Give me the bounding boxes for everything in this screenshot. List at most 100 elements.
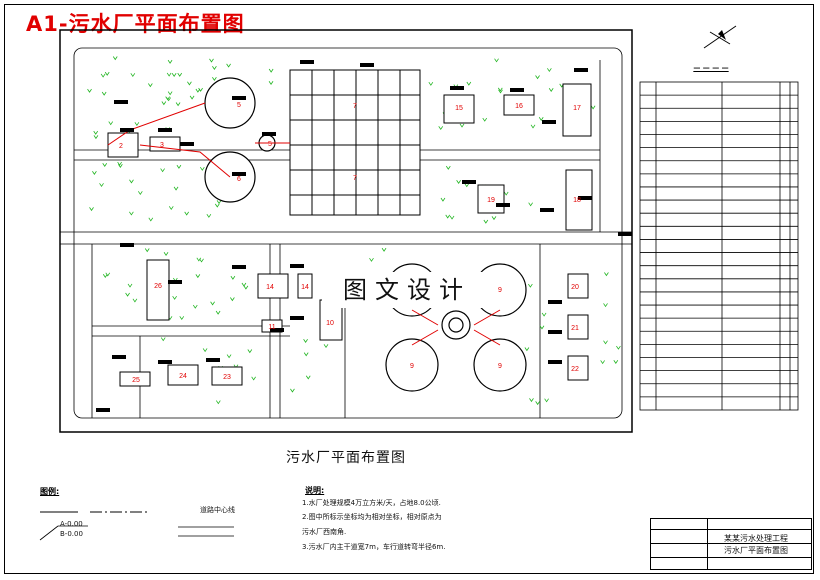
facility-number: 21	[571, 325, 579, 332]
grass-mark	[132, 298, 138, 303]
grass-mark	[494, 58, 499, 63]
grass-mark	[189, 95, 195, 100]
label-tag	[496, 203, 510, 207]
grass-mark	[243, 285, 249, 290]
grass-mark	[503, 191, 509, 196]
grass-mark	[206, 213, 212, 218]
grass-mark	[117, 161, 122, 166]
plan-caption: 污水厂平面布置图	[286, 450, 406, 466]
label-tag	[232, 265, 246, 269]
facility-number: 9	[498, 363, 502, 370]
grass-mark	[497, 87, 503, 92]
facility-number: 6	[237, 176, 241, 183]
grass-mark	[167, 59, 173, 64]
grass-mark	[137, 191, 143, 196]
grass-mark	[603, 340, 608, 345]
title-block-drawing: 污水厂平面布置图	[724, 546, 788, 555]
facility-number: 2	[119, 143, 123, 150]
grass-mark	[100, 73, 106, 78]
label-tag	[120, 243, 134, 247]
buildings	[107, 83, 593, 387]
grass-mark	[381, 247, 387, 252]
grass-mark	[171, 73, 177, 77]
grass-mark	[166, 72, 172, 77]
grass-mark	[102, 274, 108, 278]
label-tag	[232, 172, 246, 176]
note-line: 污水厂西南角.	[302, 528, 347, 536]
grass-mark	[216, 200, 222, 205]
grass-mark	[130, 73, 136, 78]
label-tag	[232, 96, 246, 100]
label-tag	[548, 330, 562, 334]
grass-mark	[445, 165, 451, 170]
grass-mark	[134, 122, 140, 127]
facility-number: 7	[353, 175, 357, 182]
grass-mark	[482, 117, 488, 122]
facility-number: 20	[571, 284, 579, 291]
grass-mark	[172, 295, 177, 300]
note-line: 2.图中所标示坐标均为相对坐标，相对原点为	[302, 513, 442, 521]
watermark-text: 图文设计	[322, 272, 492, 308]
grass-mark	[616, 345, 621, 350]
grass-mark	[539, 325, 545, 330]
legend-elevation-a: A-0.00	[60, 520, 83, 528]
facility-number: 15	[455, 105, 463, 112]
grass-mark	[176, 164, 182, 169]
grass-mark	[538, 117, 544, 121]
label-tags	[96, 60, 632, 412]
grass-mark	[226, 63, 231, 68]
grass-mark	[498, 89, 503, 94]
legend-title: 图例:	[40, 487, 60, 496]
label-tag	[548, 360, 562, 364]
grass-mark	[491, 216, 497, 221]
grass-mark	[129, 211, 134, 216]
note-line: 3.污水厂内主干道宽7m，车行道转弯半径6m.	[302, 543, 446, 551]
grass-mark	[230, 297, 235, 302]
facility-number: 25	[132, 377, 140, 384]
grass-mark	[167, 91, 173, 96]
grass-mark	[483, 219, 489, 224]
grass-mark	[369, 257, 374, 262]
grass-mark	[547, 68, 552, 73]
facility-number: 9	[410, 363, 414, 370]
grass-mark	[303, 352, 309, 357]
grass-mark	[214, 203, 220, 208]
label-tag	[510, 88, 524, 92]
label-tag	[542, 120, 556, 124]
grass-mark	[303, 339, 308, 343]
grass-mark	[168, 206, 174, 211]
label-tag	[120, 128, 134, 132]
label-tag	[168, 280, 182, 284]
label-tag	[290, 316, 304, 320]
table-title: — — — —	[693, 64, 729, 72]
label-tag	[360, 63, 374, 67]
grass-mark	[548, 87, 554, 92]
grass-mark	[215, 310, 221, 315]
grass-mark	[118, 164, 123, 168]
label-tag	[300, 60, 314, 64]
grass-mark	[105, 272, 111, 277]
grass-mark	[529, 398, 534, 403]
equipment-table	[639, 81, 799, 411]
grass-mark	[603, 303, 608, 308]
grass-mark	[535, 401, 540, 406]
grass-mark	[268, 81, 274, 85]
label-tag	[158, 128, 172, 132]
label-tag	[114, 100, 128, 104]
grass-mark	[466, 81, 472, 86]
grass-mark	[535, 75, 540, 80]
legend-elevation-b: B-0.00	[60, 530, 83, 538]
grass-mark	[600, 360, 605, 365]
grass-mark	[290, 388, 295, 393]
grass-mark	[241, 282, 247, 287]
grass-mark	[161, 101, 167, 106]
grass-mark	[449, 215, 455, 220]
grass-mark	[125, 292, 130, 297]
label-tag	[112, 355, 126, 359]
facility-number: 9	[498, 287, 502, 294]
grass-mark	[210, 301, 215, 306]
grass-mark	[528, 283, 533, 288]
grass-mark	[199, 166, 205, 171]
label-tag	[180, 142, 194, 146]
grass-mark	[165, 96, 170, 101]
